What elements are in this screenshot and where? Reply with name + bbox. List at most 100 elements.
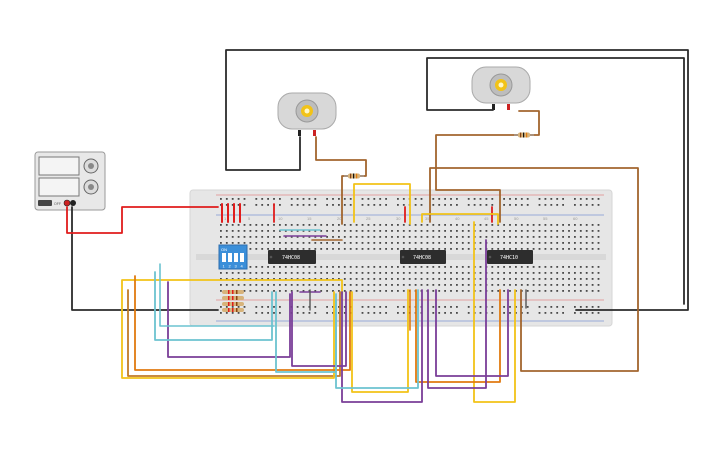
breadboard-hole[interactable] — [249, 230, 252, 232]
breadboard-hole[interactable] — [385, 230, 387, 232]
breadboard-hole[interactable] — [550, 248, 553, 250]
breadboard-hole[interactable] — [467, 242, 470, 244]
breadboard-hole[interactable] — [432, 236, 435, 238]
breadboard-hole[interactable] — [579, 284, 582, 286]
breadboard-hole[interactable] — [520, 278, 523, 280]
breadboard-hole[interactable] — [385, 284, 387, 286]
breadboard-hole[interactable] — [302, 230, 305, 232]
breadboard-hole[interactable] — [326, 198, 328, 200]
breadboard-hole[interactable] — [302, 248, 305, 250]
breadboard-hole[interactable] — [444, 272, 446, 274]
wire-cyan[interactable] — [159, 263, 275, 327]
breadboard-hole[interactable] — [526, 306, 529, 308]
breadboard-hole[interactable] — [237, 306, 240, 308]
breadboard-hole[interactable] — [302, 306, 305, 308]
breadboard-hole[interactable] — [320, 224, 323, 226]
breadboard-hole[interactable] — [579, 242, 582, 244]
breadboard-hole[interactable] — [568, 248, 570, 250]
breadboard-hole[interactable] — [526, 248, 529, 250]
breadboard-hole[interactable] — [361, 290, 364, 292]
breadboard-hole[interactable] — [349, 204, 352, 206]
breadboard-hole[interactable] — [597, 306, 600, 308]
breadboard-hole[interactable] — [461, 266, 464, 268]
breadboard-hole[interactable] — [296, 272, 299, 274]
breadboard-hole[interactable] — [326, 236, 328, 238]
breadboard-hole[interactable] — [332, 236, 334, 238]
breadboard-hole[interactable] — [361, 248, 364, 250]
breadboard-hole[interactable] — [308, 266, 311, 268]
breadboard-hole[interactable] — [574, 290, 576, 292]
breadboard-hole[interactable] — [467, 284, 470, 286]
breadboard-hole[interactable] — [220, 278, 222, 280]
breadboard-hole[interactable] — [467, 230, 470, 232]
breadboard-hole[interactable] — [379, 248, 382, 250]
breadboard-hole[interactable] — [379, 224, 382, 226]
breadboard-hole[interactable] — [355, 278, 358, 280]
breadboard-hole[interactable] — [237, 230, 240, 232]
breadboard-hole[interactable] — [473, 198, 476, 200]
breadboard-hole[interactable] — [450, 230, 452, 232]
breadboard-hole[interactable] — [367, 230, 370, 232]
breadboard-hole[interactable] — [538, 248, 541, 250]
breadboard-hole[interactable] — [391, 272, 393, 274]
breadboard-hole[interactable] — [296, 290, 299, 292]
breadboard-hole[interactable] — [420, 242, 423, 244]
breadboard-hole[interactable] — [343, 312, 346, 314]
breadboard-hole[interactable] — [391, 248, 393, 250]
breadboard-hole[interactable] — [556, 224, 559, 226]
breadboard-hole[interactable] — [314, 198, 317, 200]
breadboard-hole[interactable] — [243, 272, 246, 274]
breadboard-hole[interactable] — [574, 204, 576, 206]
breadboard-hole[interactable] — [420, 284, 423, 286]
breadboard-hole[interactable] — [491, 230, 494, 232]
breadboard-hole[interactable] — [225, 224, 228, 226]
breadboard-hole[interactable] — [367, 198, 370, 200]
breadboard-hole[interactable] — [373, 272, 376, 274]
breadboard-hole[interactable] — [243, 242, 246, 244]
breadboard-hole[interactable] — [461, 224, 464, 226]
breadboard-hole[interactable] — [568, 278, 570, 280]
breadboard-hole[interactable] — [479, 198, 482, 200]
breadboard-hole[interactable] — [379, 312, 382, 314]
breadboard-hole[interactable] — [338, 272, 340, 274]
breadboard-hole[interactable] — [243, 198, 246, 200]
breadboard-hole[interactable] — [361, 312, 364, 314]
breadboard-hole[interactable] — [379, 284, 382, 286]
breadboard-hole[interactable] — [538, 306, 541, 308]
breadboard-hole[interactable] — [314, 266, 317, 268]
breadboard-hole[interactable] — [367, 224, 370, 226]
wire-purple[interactable] — [427, 239, 487, 389]
breadboard-hole[interactable] — [243, 284, 246, 286]
breadboard-hole[interactable] — [579, 278, 582, 280]
breadboard-hole[interactable] — [349, 198, 352, 200]
breadboard-hole[interactable] — [373, 312, 376, 314]
breadboard-hole[interactable] — [343, 248, 346, 250]
breadboard-hole[interactable] — [397, 290, 399, 292]
breadboard-hole[interactable] — [355, 230, 358, 232]
breadboard-hole[interactable] — [438, 236, 441, 238]
breadboard-hole[interactable] — [267, 284, 269, 286]
breadboard-hole[interactable] — [326, 306, 328, 308]
breadboard-hole[interactable] — [402, 306, 405, 308]
breadboard-hole[interactable] — [515, 266, 517, 268]
breadboard-hole[interactable] — [420, 266, 423, 268]
breadboard-hole[interactable] — [320, 230, 323, 232]
breadboard-hole[interactable] — [432, 272, 435, 274]
breadboard-hole[interactable] — [296, 204, 299, 206]
breadboard-hole[interactable] — [479, 306, 482, 308]
breadboard-hole[interactable] — [550, 312, 553, 314]
breadboard-hole[interactable] — [479, 204, 482, 206]
breadboard-hole[interactable] — [585, 266, 588, 268]
breadboard-hole[interactable] — [479, 230, 482, 232]
breadboard-hole[interactable] — [444, 266, 446, 268]
breadboard-hole[interactable] — [290, 266, 293, 268]
breadboard-hole[interactable] — [414, 224, 417, 226]
breadboard-hole[interactable] — [314, 230, 317, 232]
breadboard-hole[interactable] — [444, 306, 446, 308]
breadboard-hole[interactable] — [550, 266, 553, 268]
breadboard-hole[interactable] — [515, 284, 517, 286]
wire-gray[interactable] — [309, 289, 527, 311]
breadboard-hole[interactable] — [444, 248, 446, 250]
breadboard-hole[interactable] — [355, 290, 358, 292]
breadboard-hole[interactable] — [296, 236, 299, 238]
